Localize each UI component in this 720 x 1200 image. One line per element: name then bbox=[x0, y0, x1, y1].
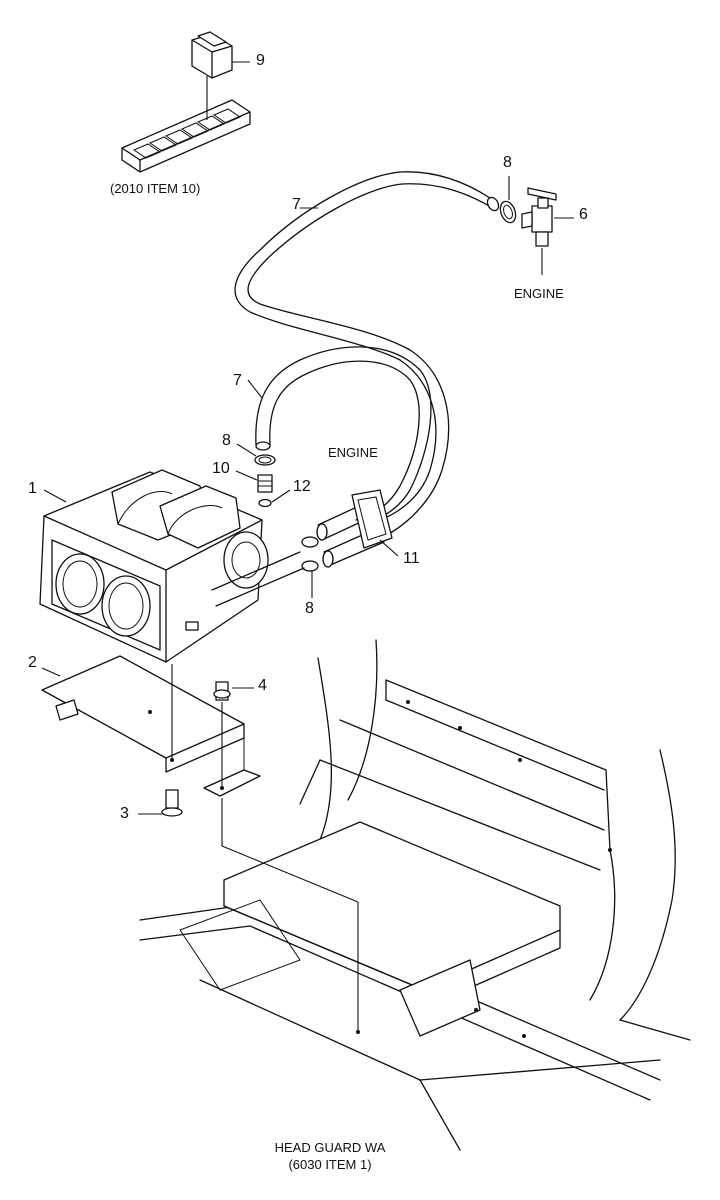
head-guard-frame bbox=[139, 639, 691, 1151]
callout-3: 3 bbox=[120, 805, 129, 822]
callout-11: 11 bbox=[403, 550, 420, 567]
hose-lower bbox=[247, 346, 432, 526]
switch-panel bbox=[121, 76, 251, 173]
switch-reference-caption: (2010 ITEM 10) bbox=[110, 181, 201, 196]
callout-6: 6 bbox=[579, 206, 588, 223]
mounting-bracket bbox=[41, 655, 261, 797]
hose-clamps-lower bbox=[301, 536, 319, 598]
rocker-switch bbox=[191, 31, 250, 79]
hose-clamp-top bbox=[499, 176, 517, 224]
hose-upper bbox=[234, 171, 500, 539]
engine-label-top: ENGINE bbox=[514, 286, 564, 301]
callout-2: 2 bbox=[28, 654, 37, 671]
callout-7-upper: 7 bbox=[292, 196, 301, 213]
bolt-item-3 bbox=[138, 664, 183, 817]
callout-9: 9 bbox=[256, 52, 265, 69]
grommet-and-pipes bbox=[316, 489, 399, 568]
heater-unit bbox=[39, 469, 305, 663]
callout-12: 12 bbox=[293, 478, 311, 495]
head-guard-caption-line1: HEAD GUARD WA bbox=[274, 1140, 386, 1155]
callout-1: 1 bbox=[28, 480, 37, 497]
callout-8-mid: 8 bbox=[222, 432, 231, 449]
callout-4: 4 bbox=[258, 677, 267, 694]
callout-7-lower: 7 bbox=[233, 372, 242, 389]
head-guard-caption-line2: (6030 ITEM 1) bbox=[288, 1157, 372, 1172]
water-cock-valve bbox=[521, 187, 574, 275]
bolt-item-4 bbox=[213, 681, 254, 786]
clamp-nipple-assembly bbox=[235, 443, 291, 508]
engine-label-middle: ENGINE bbox=[328, 445, 378, 460]
callout-8-low: 8 bbox=[305, 600, 314, 617]
callout-8-top: 8 bbox=[503, 154, 512, 171]
callout-10: 10 bbox=[212, 460, 230, 477]
